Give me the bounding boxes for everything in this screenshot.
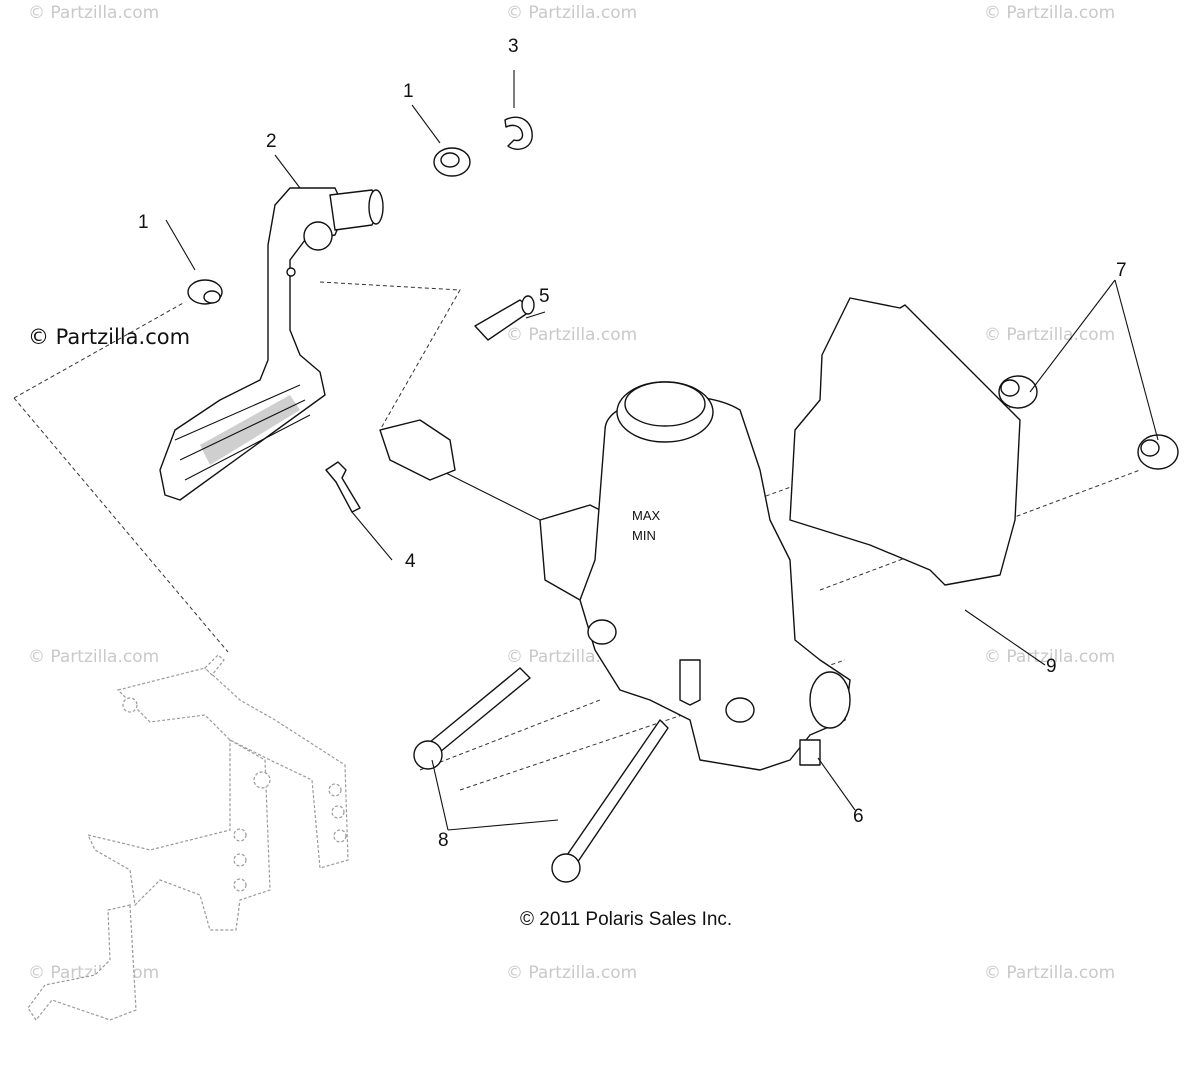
callout-3: 3 [508, 36, 519, 57]
callout-1: 1 [403, 81, 414, 102]
watermark: © Partzilla.com [28, 647, 159, 667]
watermark-dark: © Partzilla.com [28, 325, 190, 349]
watermark: © Partzilla.com [28, 3, 159, 23]
callout-1: 1 [138, 212, 149, 233]
flange-nut [998, 375, 1038, 409]
copyright-notice: © 2011 Polaris Sales Inc. [520, 909, 732, 930]
callout-2: 2 [266, 131, 277, 152]
leader-lines [165, 70, 1159, 831]
reservoir-max-mark: MAX [632, 508, 661, 523]
pedal-bushing [187, 279, 223, 305]
flange-bolt-lower [551, 719, 669, 883]
mounting-plate [789, 297, 1021, 586]
brake-pedal [159, 187, 384, 501]
callout-7: 7 [1116, 260, 1127, 281]
watermarks: © Partzilla.com © Partzilla.com © Partzi… [28, 3, 1115, 983]
watermark: © Partzilla.com [506, 3, 637, 23]
cotter-pin [325, 461, 361, 513]
reservoir-min-mark: MIN [632, 528, 656, 543]
watermark: © Partzilla.com [506, 325, 637, 345]
callout-8: 8 [438, 830, 449, 851]
callout-4: 4 [405, 551, 416, 572]
pedal-bushing-upper [433, 147, 471, 177]
callout-5: 5 [539, 286, 550, 307]
callout-9: 9 [1046, 656, 1057, 677]
watermark: © Partzilla.com [506, 963, 637, 983]
master-cylinder: MAX MIN [379, 381, 851, 771]
callouts: 1 1 2 3 4 5 6 7 8 9 [138, 36, 1127, 851]
flange-nut-lower [1137, 434, 1179, 470]
watermark: © Partzilla.com [984, 325, 1115, 345]
clevis-pin [474, 295, 535, 341]
flange-bolt-upper [413, 667, 531, 770]
watermark: © Partzilla.com [984, 647, 1115, 667]
watermark: © Partzilla.com [984, 3, 1115, 23]
frame-bracket-ghost [27, 654, 349, 1022]
callout-6: 6 [853, 806, 864, 827]
watermark: © Partzilla.com [984, 963, 1115, 983]
e-clip [504, 116, 533, 150]
